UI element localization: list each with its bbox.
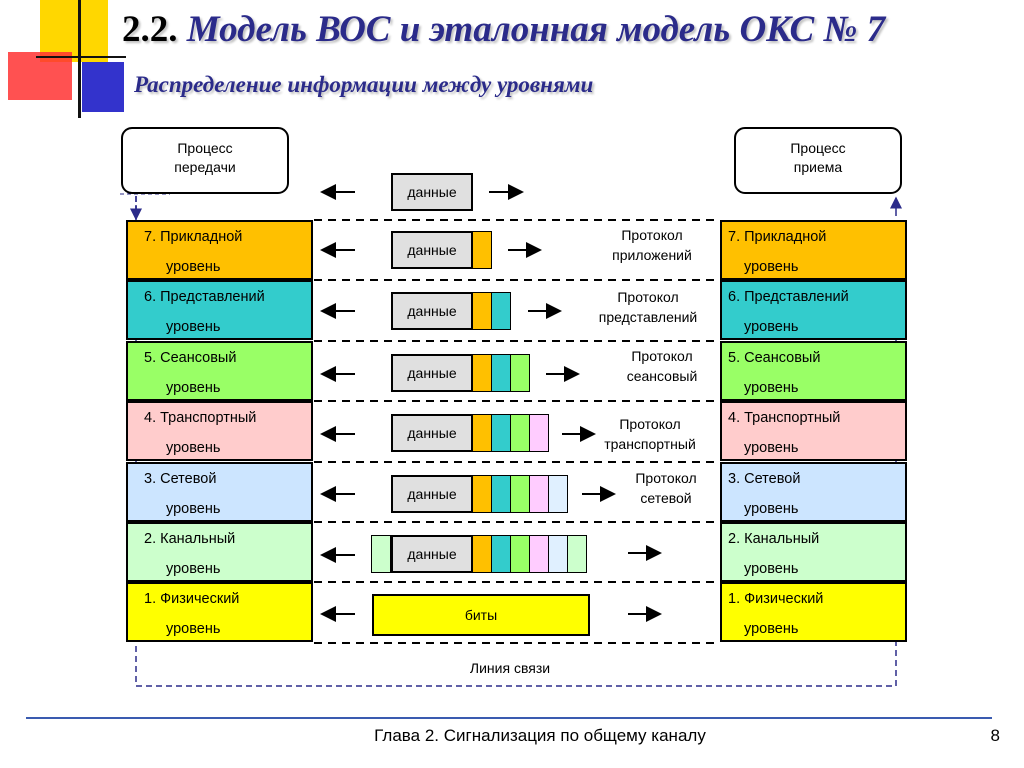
header-l6: [491, 292, 511, 330]
header-l7: [472, 231, 492, 269]
page-number: 8: [990, 726, 1000, 745]
bits-unit: биты: [372, 594, 590, 636]
page-title: 2.2. Модель ВОС и эталонная модель ОКС №…: [122, 8, 1002, 58]
right-arrows: [489, 184, 662, 622]
data-unit-top: данные: [391, 173, 473, 211]
header-l5: [510, 475, 530, 513]
header-l3: [548, 475, 568, 513]
decor-h-line: [36, 56, 126, 58]
header-l7: [472, 414, 492, 452]
data-unit-l5: данные: [391, 354, 473, 392]
header-l4: [529, 475, 549, 513]
data-unit-l4: данные: [391, 414, 473, 452]
data-unit-l6: данные: [391, 292, 473, 330]
data-unit-l2: данные: [391, 535, 473, 573]
title-text: Модель ВОС и эталонная модель ОКС № 7: [186, 9, 886, 50]
decor-red-square: [8, 52, 72, 100]
page-subtitle: Распределение информации между уровнями: [134, 72, 594, 97]
decor-v-line: [78, 0, 81, 118]
header-l4: [529, 414, 549, 452]
header-l6: [491, 475, 511, 513]
header-l6: [491, 354, 511, 392]
header-l7: [472, 535, 492, 573]
header-l5: [510, 535, 530, 573]
header-l6: [491, 414, 511, 452]
communication-line-label: Линия связи: [469, 660, 551, 676]
sender-process-line2: передачи: [174, 159, 236, 175]
data-unit-l3: данные: [391, 475, 473, 513]
header-l4: [529, 535, 549, 573]
header-l7: [472, 475, 492, 513]
header-l7: [472, 354, 492, 392]
sender-process-box: Процесс передачи: [121, 127, 289, 194]
receiver-process-line2: приема: [793, 159, 843, 175]
header-l2: [567, 535, 587, 573]
decor-blue-square: [82, 62, 124, 112]
header-l3: [548, 535, 568, 573]
receiver-process-line1: Процесс: [790, 140, 846, 156]
footer-divider: [26, 717, 992, 719]
header-l6: [491, 535, 511, 573]
footer-chapter: Глава 2. Сигнализация по общему каналу: [374, 726, 706, 745]
data-unit-l7: данные: [391, 231, 473, 269]
protocol-dashed-lines: [314, 219, 720, 644]
receiver-process-box: Процесс приема: [734, 127, 902, 194]
sender-process-line1: Процесс: [177, 140, 233, 156]
decor-yellow-square: [40, 0, 108, 62]
title-number: 2.2.: [122, 9, 178, 50]
header-l7: [472, 292, 492, 330]
header-l5: [510, 354, 530, 392]
left-arrows: [320, 184, 355, 622]
header-l5: [510, 414, 530, 452]
trailer-l2: [371, 535, 391, 573]
